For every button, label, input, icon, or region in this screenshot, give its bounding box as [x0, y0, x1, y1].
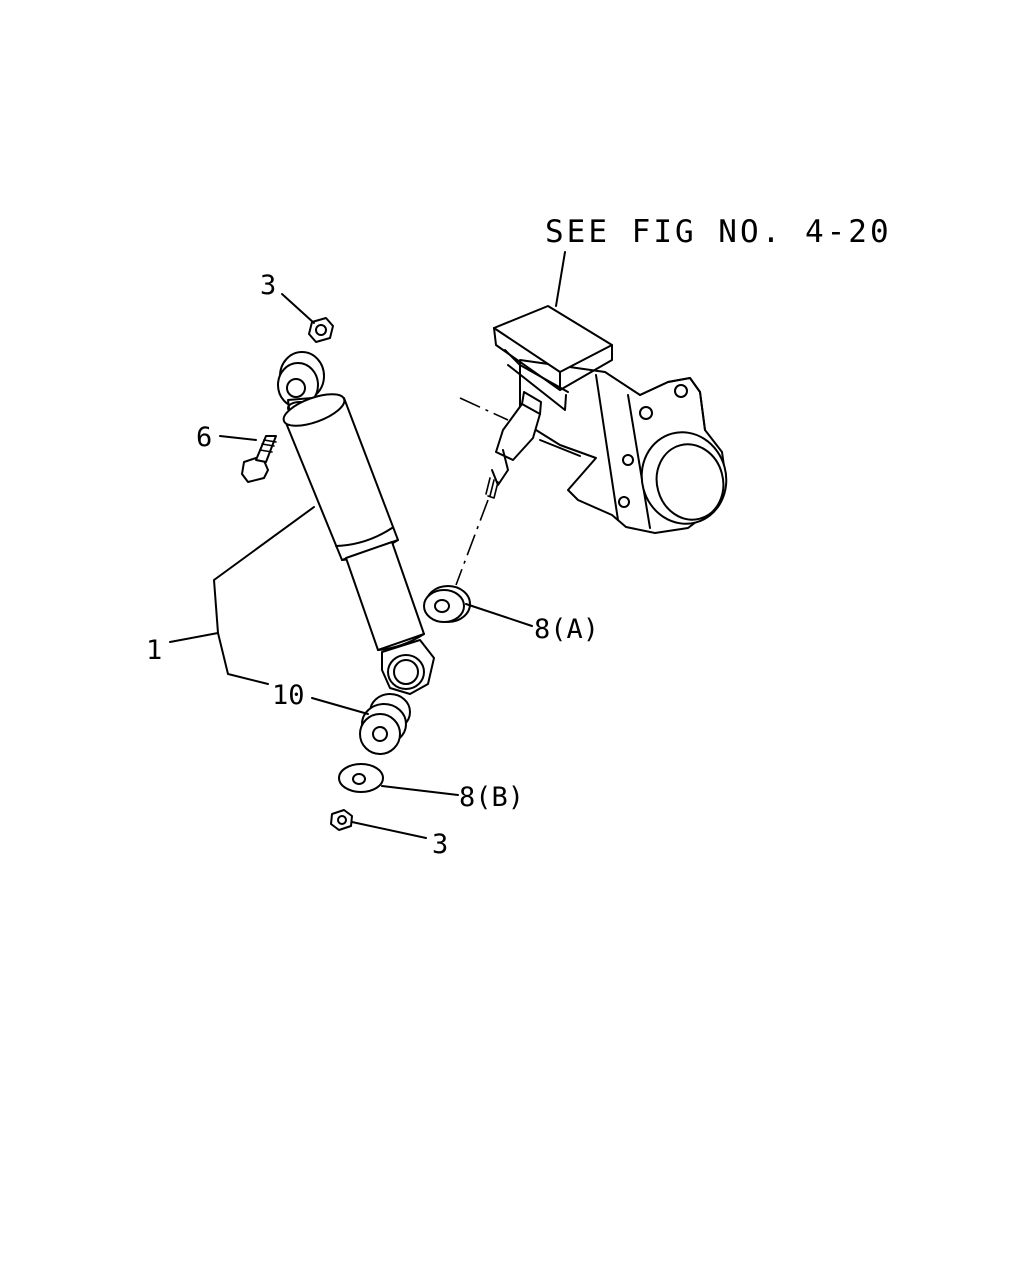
leader-lines	[169, 251, 566, 839]
callout-shock-absorber: 1	[146, 635, 162, 666]
callout-washer-a: 8(A)	[534, 614, 599, 645]
reference-note: SEE FIG NO. 4-20	[545, 214, 892, 250]
spring-pad	[493, 305, 613, 411]
bushing	[359, 693, 411, 755]
axle-housing	[519, 359, 728, 534]
callout-washer-b: 8(B)	[459, 782, 524, 813]
callout-nut-bottom: 3	[432, 829, 448, 860]
nut-bottom	[330, 809, 353, 831]
washer-b	[338, 763, 384, 793]
nut-top	[308, 317, 334, 343]
callout-nut-top: 3	[260, 270, 276, 301]
alignment-line-stud	[455, 499, 489, 586]
callout-bushing: 10	[272, 680, 305, 711]
shock-mount-stud	[485, 391, 581, 499]
shock-absorber	[277, 351, 435, 695]
bolt	[241, 435, 277, 483]
callout-bolt: 6	[196, 422, 212, 453]
alignment-line-top	[459, 397, 509, 421]
washer-a	[423, 585, 471, 623]
